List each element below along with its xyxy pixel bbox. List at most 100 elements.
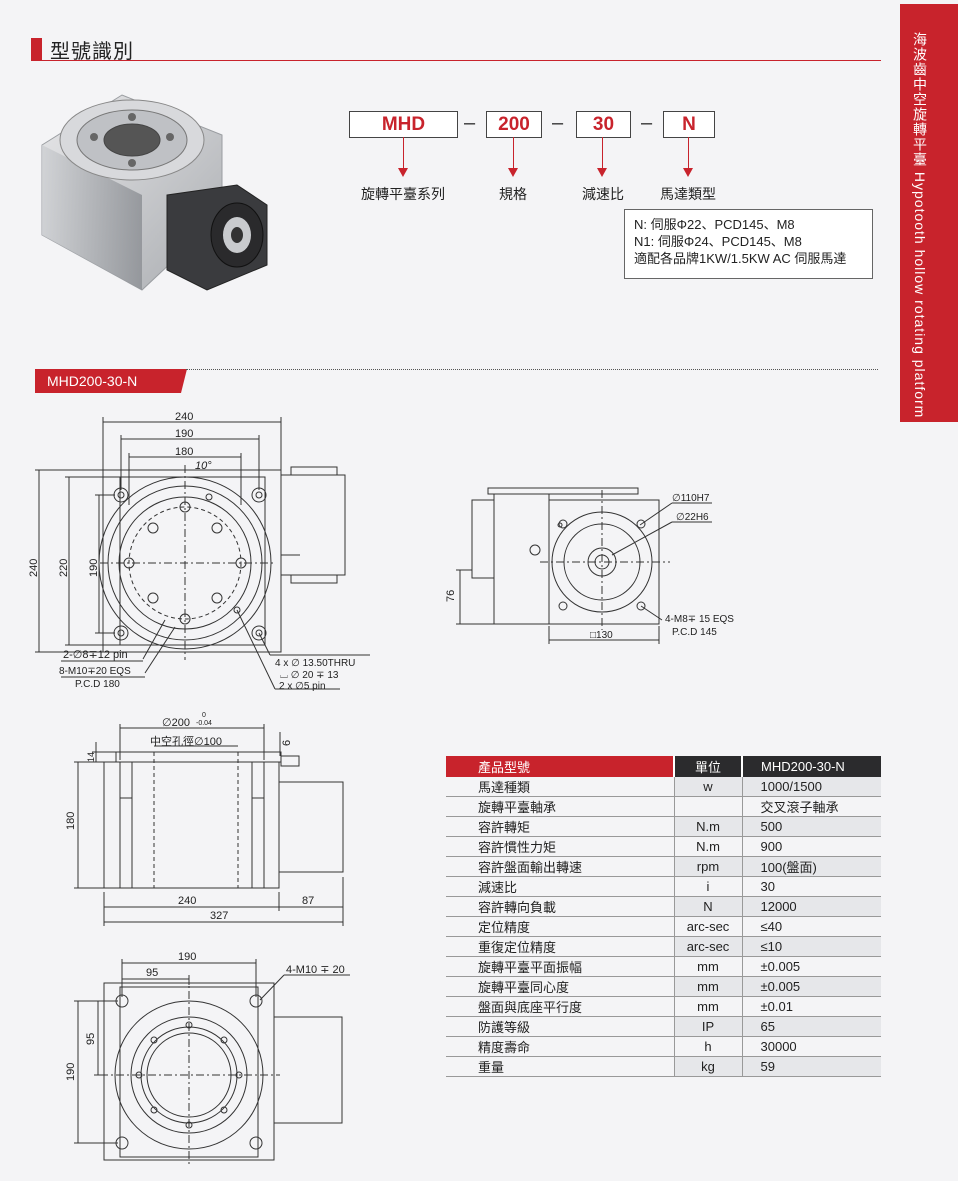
dim-v190: 190 [65,1063,77,1081]
dim-w327: 327 [210,910,228,922]
arrow-head [683,168,693,177]
spec-unit: arc-sec [673,936,742,957]
spec-value: ≤40 [741,916,881,937]
callout-pcd145: P.C.D 145 [672,627,717,638]
dim-v6: 6 [281,740,293,746]
motor-note-line: N: 伺服Φ22、PCD145、M8 [634,217,795,232]
side-tab-text: 海波齒中空旋轉平臺 Hypotooth hollow rotating plat… [912,32,928,419]
arrow-head [508,168,518,177]
callout-pin: 2-∅8∓12 pin [63,649,128,661]
dim-v180: 180 [65,812,77,830]
top-view-drawing: 240 190 180 10° 240 220 190 2-∅8∓12 pin … [28,411,370,692]
header-divider [31,60,881,61]
spec-value: 1000/1500 [741,777,881,797]
spec-value: 500 [741,816,881,837]
callout-m10: 4-M10 ∓ 20 [286,964,345,976]
callout-cbore: ⌴ ∅ 20 ∓ 13 [280,670,339,681]
dim-v190: 190 [88,559,100,577]
spec-name: 防護等級 [446,1016,674,1037]
code-separator: – [552,112,564,134]
spec-unit: arc-sec [673,916,742,937]
dim-tol-lower: -0.04 [196,720,212,727]
dim-tol-upper: 0 [202,712,206,719]
dim-d22: ∅22H6 [676,512,709,523]
spec-name: 容許盤面輸出轉速 [446,856,674,877]
header-model: 產品型號 [446,756,674,777]
callout-m10: 8-M10∓20 EQS [59,666,131,677]
dim-w95: 95 [146,967,158,979]
table-row: 旋轉平臺軸承交叉滾子軸承 [446,796,881,817]
spec-name: 容許轉向負載 [446,896,674,917]
code-separator: – [464,112,476,134]
arrow-head [398,168,408,177]
front-view-drawing: ∅200 0 -0.04 中空孔徑∅100 6 14 180 240 87 32… [65,712,344,926]
code-ratio-label: 減速比 [582,186,624,202]
spec-value: 59 [741,1056,881,1077]
code-series-label: 旋轉平臺系列 [361,186,445,202]
spec-value: 100(盤面) [741,856,881,877]
spec-value: 900 [741,836,881,857]
spec-name: 重量 [446,1056,674,1077]
arrow-line [403,137,404,170]
dim-240: 240 [175,411,193,423]
code-size-box: 200 [486,111,542,138]
spec-name: 旋轉平臺軸承 [446,796,674,817]
arrow-head [597,168,607,177]
spec-name: 重復定位精度 [446,936,674,957]
spec-value: 65 [741,1016,881,1037]
product-photo [41,94,268,291]
side-tab: 海波齒中空旋轉平臺 Hypotooth hollow rotating plat… [900,4,958,422]
dim-d110: ∅110H7 [672,493,710,504]
arrow-line [513,137,514,170]
motor-note-line: N1: 伺服Φ24、PCD145、M8 [634,234,802,249]
header-unit: 單位 [673,756,742,777]
spec-name: 盤面與底座平行度 [446,996,674,1017]
spec-value: ±0.005 [741,976,881,997]
spec-value: 30 [741,876,881,897]
motor-note-box: N: 伺服Φ22、PCD145、M8 N1: 伺服Φ24、PCD145、M8 適… [624,209,873,279]
spec-name: 容許慣性力矩 [446,836,674,857]
bottom-view-drawing: 190 95 4-M10 ∓ 20 95 190 [65,951,350,1165]
code-motor-label: 馬達類型 [660,186,716,202]
spec-name: 定位精度 [446,916,674,937]
spec-unit: N.m [673,816,742,837]
code-series-box: MHD [349,111,458,138]
spec-unit: mm [673,956,742,977]
spec-unit: kg [673,1056,742,1077]
spec-unit: N.m [673,836,742,857]
dim-v14: 14 [86,752,96,762]
spec-value: ±0.01 [741,996,881,1017]
dim-angle: 10° [195,460,212,472]
callout-thru: 4 x ∅ 13.50THRU [275,658,355,669]
spec-unit: IP [673,1016,742,1037]
spec-unit: N [673,896,742,917]
dim-v95: 95 [85,1033,97,1045]
spec-value: 12000 [741,896,881,917]
arrow-line [688,137,689,170]
section-divider [186,369,878,370]
dim-w240: 240 [178,895,196,907]
spec-value: 30000 [741,1036,881,1057]
page-title: 型號識別 [50,41,134,63]
spec-name: 容許轉矩 [446,816,674,837]
dim-v220: 220 [58,559,70,577]
section-tag: MHD200-30-N [35,369,181,393]
arrow-line [602,137,603,170]
dim-d200: ∅200 [162,717,190,729]
spec-name: 馬達種類 [446,777,674,797]
spec-unit: mm [673,976,742,997]
code-motor-box: N [663,111,715,138]
code-size-label: 規格 [499,186,527,202]
